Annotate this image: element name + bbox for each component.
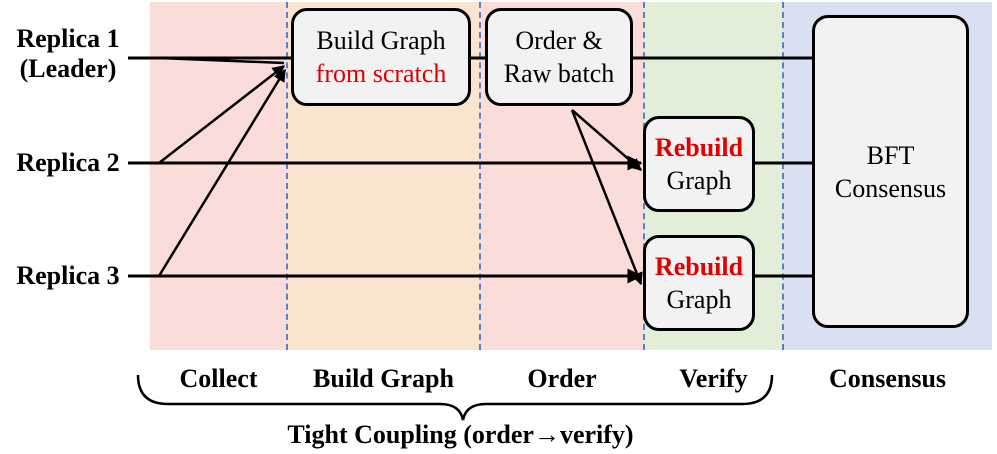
- from-scratch-label: from scratch: [315, 59, 447, 88]
- rebuild-graph-box-2: Rebuild Graph: [643, 235, 755, 331]
- order-to-rebuild-2-arrow: [570, 109, 643, 286]
- consensus-label: Consensus: [834, 173, 947, 203]
- build-graph-title: Build Graph: [316, 26, 446, 55]
- tight-coupling-brace: [136, 374, 774, 421]
- bft-consensus-box: BFT Consensus: [812, 15, 969, 328]
- raw-batch-label: Raw batch: [503, 59, 615, 88]
- replica-1-name: Replica 1: [16, 24, 120, 53]
- bft-label: BFT: [866, 140, 915, 170]
- rebuild-label: Rebuild: [654, 252, 744, 281]
- rebuild-label: Rebuild: [654, 133, 744, 162]
- rebuild-graph-box-1: Rebuild Graph: [643, 116, 755, 212]
- replica-1-role: (Leader): [19, 54, 117, 83]
- replica-1-label: Replica 1 (Leader): [6, 24, 130, 84]
- replica-2-label: Replica 2: [16, 148, 120, 177]
- order-title: Order &: [515, 26, 603, 55]
- replica-1-to-build-arrow: [158, 56, 285, 65]
- replica-3-label: Replica 3: [16, 261, 120, 290]
- order-raw-batch-box: Order & Raw batch: [485, 8, 633, 106]
- graph-label: Graph: [666, 166, 732, 195]
- phase-label-build-graph: Build Graph: [313, 364, 454, 393]
- build-graph-box: Build Graph from scratch: [291, 8, 471, 106]
- replica-3-to-build-arrow: [157, 68, 287, 277]
- tight-coupling-label: Tight Coupling (order→verify): [287, 420, 634, 449]
- phase-label-consensus: Consensus: [828, 364, 947, 393]
- phase-divider: [286, 2, 288, 350]
- phase-divider: [479, 2, 481, 350]
- phase-label-verify: Verify: [679, 364, 748, 393]
- phase-label-order: Order: [527, 364, 597, 393]
- order-to-rebuild-1-arrow: [571, 109, 642, 171]
- graph-label: Graph: [666, 285, 732, 314]
- phase-label-collect: Collect: [179, 364, 258, 393]
- phase-divider: [782, 2, 784, 350]
- replica-2-to-build-arrow: [158, 65, 285, 164]
